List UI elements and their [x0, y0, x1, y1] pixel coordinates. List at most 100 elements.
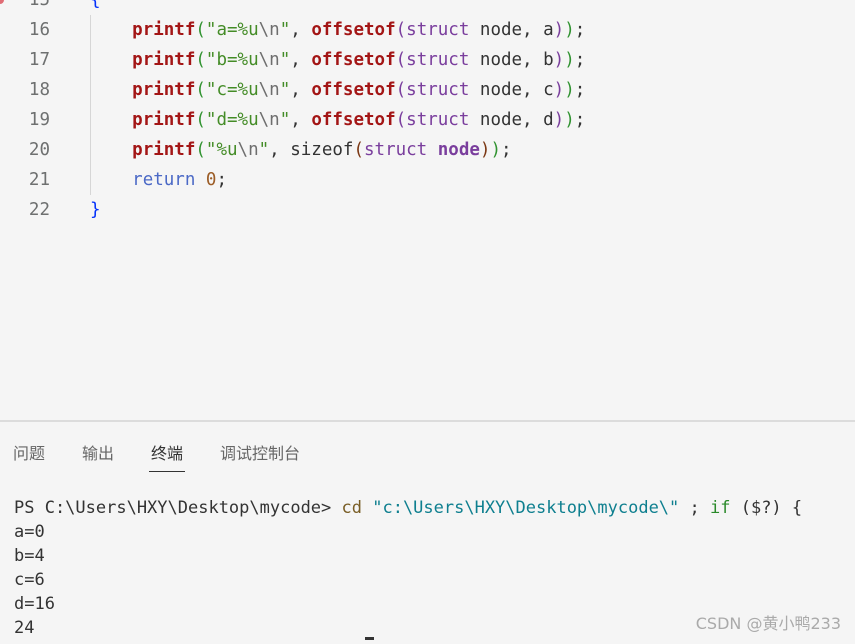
- code-token: ,: [290, 20, 312, 40]
- code-text: {: [90, 0, 101, 15]
- code-token: 0: [205, 170, 217, 190]
- code-token: ,: [290, 110, 312, 130]
- code-token: \n: [258, 50, 280, 70]
- code-token: (: [395, 20, 407, 40]
- terminal-cursor: [365, 637, 374, 640]
- code-text: printf("a=%u\n", offsetof(struct node, a…: [90, 15, 585, 45]
- terminal-rest: ($?) {: [730, 498, 803, 518]
- code-token: "%u: [205, 140, 238, 160]
- watermark: CSDN @黄小鸭233: [695, 614, 841, 633]
- code-token: ): [553, 20, 565, 40]
- tab-problems[interactable]: 问题: [13, 444, 46, 463]
- code-token: ;: [574, 80, 586, 100]
- code-token: [90, 110, 132, 130]
- line-number: 16: [28, 20, 50, 40]
- code-token: node, d: [469, 110, 554, 130]
- code-token: \n: [237, 140, 259, 160]
- breakpoint-marker[interactable]: [0, 0, 4, 4]
- code-token: (: [395, 110, 407, 130]
- code-token: offsetof: [311, 110, 396, 130]
- terminal-output-line: d=16: [14, 594, 55, 614]
- code-token: {: [90, 0, 101, 10]
- code-token: ): [553, 80, 565, 100]
- code-token: struct: [406, 20, 470, 40]
- code-text: }: [90, 195, 101, 225]
- code-token: "a=%u: [205, 20, 259, 40]
- code-editor[interactable]: 15{16 printf("a=%u\n", offsetof(struct n…: [0, 0, 855, 420]
- code-text: printf("d=%u\n", offsetof(struct node, d…: [90, 105, 585, 135]
- terminal-path: "c:\Users\HXY\Desktop\mycode\": [362, 498, 680, 518]
- code-text: printf("b=%u\n", offsetof(struct node, b…: [90, 45, 585, 75]
- terminal-cmd: cd: [341, 498, 362, 518]
- code-token: (: [395, 80, 407, 100]
- tab-debug-console[interactable]: 调试控制台: [220, 444, 301, 463]
- code-token: ,: [290, 80, 312, 100]
- code-token: ;: [574, 20, 586, 40]
- code-token: ): [564, 20, 575, 40]
- code-token: offsetof: [311, 80, 396, 100]
- code-text: printf("%u\n", sizeof(struct node));: [90, 135, 512, 165]
- code-token: (: [195, 20, 206, 40]
- line-number: 20: [28, 140, 50, 160]
- terminal-command-line[interactable]: PS C:\Users\HXY\Desktop\mycode> cd "c:\U…: [14, 496, 802, 520]
- code-token: node, c: [469, 80, 554, 100]
- code-token: printf: [132, 80, 196, 100]
- code-token: ): [479, 140, 491, 160]
- code-token: (: [395, 50, 407, 70]
- code-token: printf: [132, 140, 196, 160]
- code-token: ;: [216, 170, 228, 190]
- code-token: offsetof: [311, 20, 396, 40]
- code-token: ): [564, 50, 575, 70]
- tab-output[interactable]: 输出: [82, 444, 115, 463]
- code-token: ;: [574, 50, 586, 70]
- code-token: struct: [364, 140, 428, 160]
- code-token: ": [279, 50, 291, 70]
- code-token: printf: [132, 110, 196, 130]
- code-token: (: [353, 140, 364, 160]
- code-text: printf("c=%u\n", offsetof(struct node, c…: [90, 75, 585, 105]
- line-number: 15: [28, 0, 50, 10]
- code-token: (: [195, 140, 206, 160]
- code-token: }: [90, 200, 101, 220]
- code-token: "d=%u: [205, 110, 259, 130]
- code-token: ): [564, 80, 575, 100]
- code-token: [427, 140, 438, 160]
- tab-terminal[interactable]: 终端: [148, 440, 186, 472]
- code-token: node, b: [469, 50, 554, 70]
- line-number: 21: [28, 170, 50, 190]
- line-number: 22: [28, 200, 50, 220]
- code-token: [195, 170, 206, 190]
- code-token: ;: [501, 140, 512, 160]
- code-token: (: [195, 110, 206, 130]
- code-token: struct: [406, 110, 470, 130]
- indent-guide: [90, 15, 91, 195]
- code-token: ): [553, 110, 565, 130]
- code-token: \n: [258, 20, 280, 40]
- code-token: ): [490, 140, 502, 160]
- terminal-output-line: a=0: [14, 522, 45, 542]
- terminal-output-line: 24: [14, 618, 35, 638]
- line-number: 18: [28, 80, 50, 100]
- code-token: \n: [258, 110, 280, 130]
- code-token: [90, 140, 132, 160]
- terminal-if: if: [710, 498, 731, 518]
- code-token: printf: [132, 20, 196, 40]
- bottom-panel: 问题 输出 终端 调试控制台: [0, 420, 855, 644]
- terminal-output-line: b=4: [14, 546, 45, 566]
- code-token: , sizeof: [269, 140, 354, 160]
- code-token: (: [195, 80, 206, 100]
- terminal-prompt: PS C:\Users\HXY\Desktop\mycode>: [14, 498, 342, 518]
- code-token: [90, 80, 132, 100]
- code-token: ": [279, 20, 291, 40]
- code-token: "c=%u: [205, 80, 259, 100]
- code-token: ": [279, 80, 291, 100]
- code-token: (: [195, 50, 206, 70]
- code-token: ": [258, 140, 270, 160]
- code-token: ,: [290, 50, 312, 70]
- code-token: printf: [132, 50, 196, 70]
- line-number: 17: [28, 50, 50, 70]
- code-token: ): [553, 50, 565, 70]
- code-token: ;: [574, 110, 586, 130]
- code-token: [90, 50, 132, 70]
- code-token: ): [564, 110, 575, 130]
